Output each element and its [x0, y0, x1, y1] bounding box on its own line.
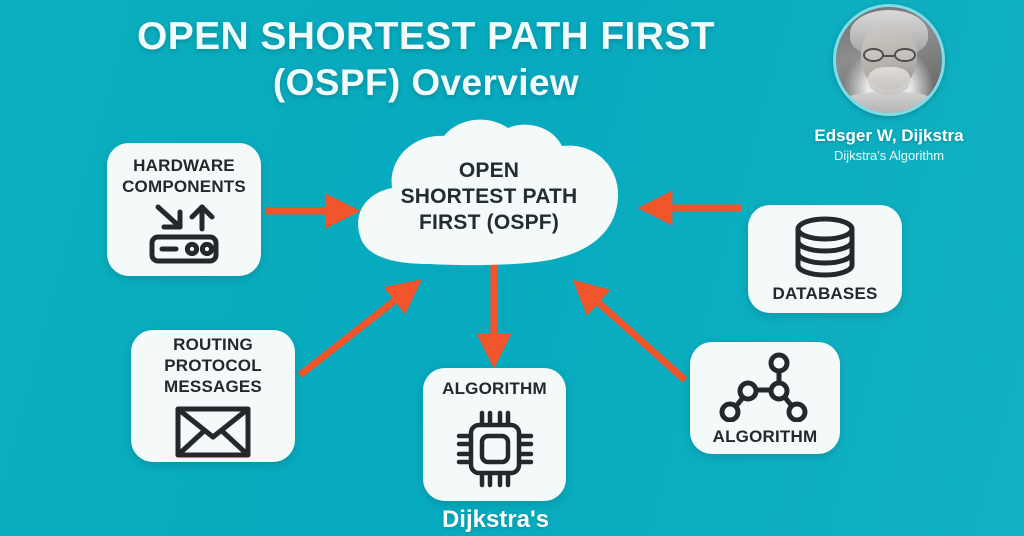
- cloud-shape-icon: [358, 119, 619, 266]
- routing-label: ROUTING PROTOCOL MESSAGES: [164, 334, 262, 397]
- network-graph-icon: [719, 350, 811, 422]
- routing-label-line-1: ROUTING: [173, 334, 253, 354]
- portrait-subtitle: Dijkstra's Algorithm: [833, 148, 945, 163]
- title-line-1: OPEN SHORTEST PATH FIRST: [136, 15, 715, 58]
- envelope-icon: [174, 403, 252, 459]
- page-title: OPEN SHORTEST PATH FIRST (OSPF) Overview: [96, 14, 756, 106]
- portrait-name: Edsger W, Dijkstra: [814, 126, 964, 145]
- cloud-label-line-2: SHORTEST PATH: [400, 185, 578, 208]
- center-node-ospf[interactable]: OPEN SHORTEST PATH FIRST (OSPF): [352, 118, 626, 270]
- node-routing-protocol-messages[interactable]: ROUTING PROTOCOL MESSAGES: [131, 330, 295, 462]
- graph-label: ALGORITHM: [712, 426, 818, 446]
- cloud-label-line-1: OPEN: [458, 159, 520, 182]
- center-node-label: OPEN SHORTEST PATH FIRST (OSPF): [352, 158, 626, 236]
- node-hardware-components[interactable]: HARDWARE COMPONENTS: [107, 143, 261, 276]
- algorithm-caption: Dijkstra's: [383, 505, 608, 536]
- node-algorithm-graph[interactable]: ALGORITHM: [690, 342, 840, 454]
- databases-label: DATABASES: [772, 283, 878, 303]
- glasses-icon: [862, 48, 916, 63]
- caption-line-1: Dijkstra's: [441, 506, 550, 533]
- routing-label-line-3: MESSAGES: [164, 376, 262, 396]
- node-databases[interactable]: DATABASES: [748, 205, 902, 313]
- node-algorithm-chip[interactable]: ALGORITHM: [423, 368, 566, 501]
- portrait-block: Edsger W, Dijkstra Dijkstra's Algorithm: [760, 4, 1018, 164]
- hardware-label: HARDWARE COMPONENTS: [122, 155, 246, 197]
- algorithm-label: ALGORITHM: [442, 379, 547, 398]
- title-line-2: (OSPF) Overview: [272, 62, 580, 103]
- database-cylinder-icon: [792, 215, 858, 279]
- portrait-photo: [833, 4, 945, 116]
- arrow-graph-to-cloud: [572, 279, 688, 383]
- routing-label-line-2: PROTOCOL: [164, 355, 262, 375]
- arrow-routing-to-cloud: [297, 279, 422, 378]
- cpu-chip-icon: [449, 405, 541, 491]
- hardware-label-line-2: COMPONENTS: [122, 176, 246, 196]
- cloud-label-line-3: FIRST (OSPF): [418, 211, 560, 234]
- router-icon: [136, 203, 232, 265]
- hardware-label-line-1: HARDWARE: [133, 155, 235, 175]
